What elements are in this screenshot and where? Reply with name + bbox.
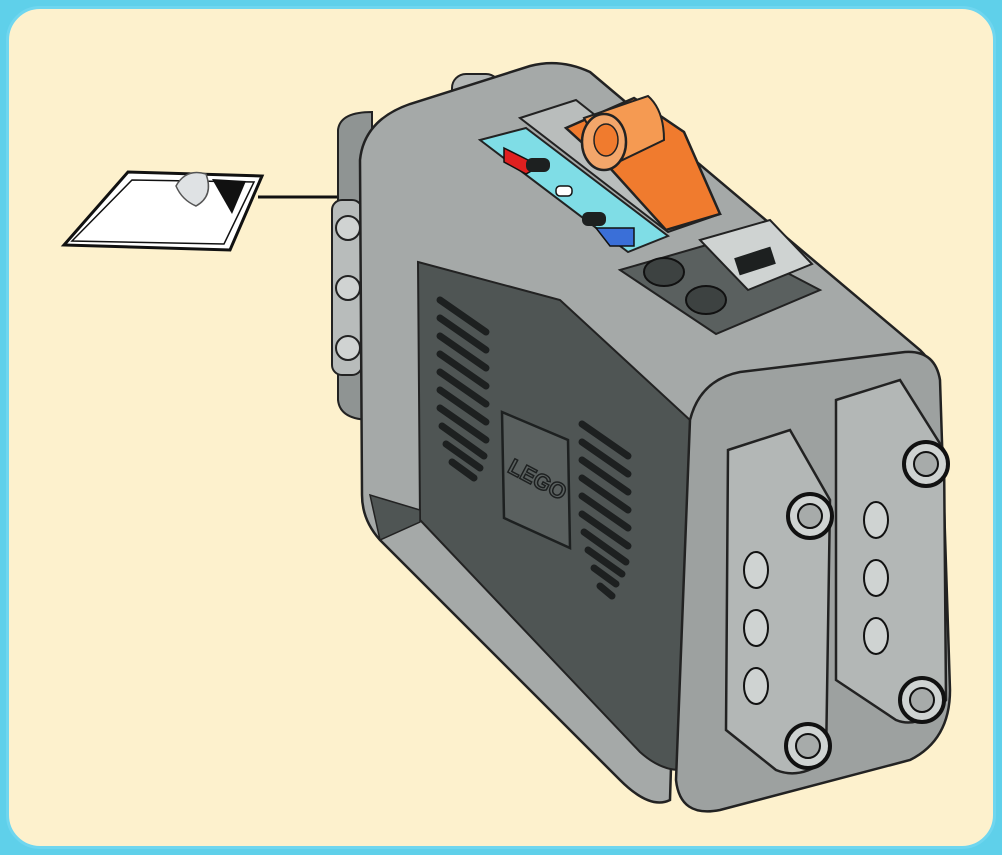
front-connector-beam-left — [726, 430, 832, 773]
front-connector-beam-right — [836, 380, 948, 723]
